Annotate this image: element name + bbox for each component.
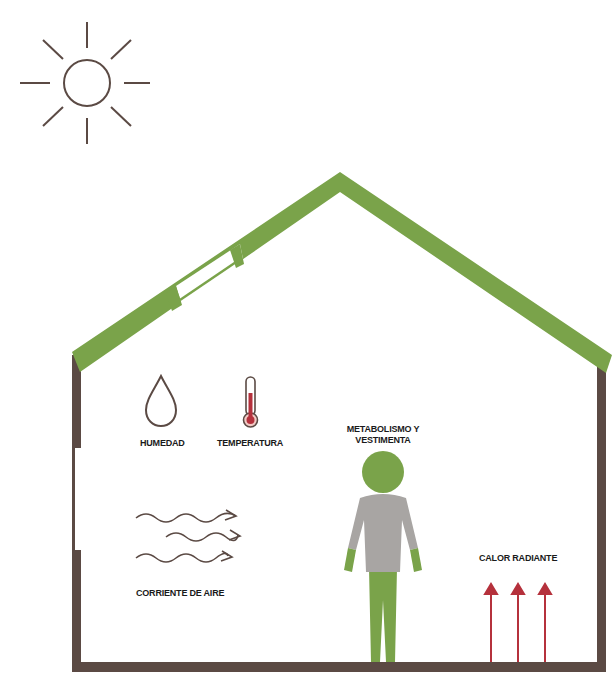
air-current-label: CORRIENTE DE AIRE [136,588,224,599]
air-current-arrows [136,510,240,562]
drop-icon [146,376,176,426]
radiant-heat-label: CALOR RADIANTE [479,553,557,564]
person-figure [344,451,422,662]
humidity-label: HUMEDAD [140,438,185,449]
metabolism-label: METABOLISMO Y VESTIMENTA [344,424,422,446]
radiant-heat-arrows [485,584,551,662]
temperature-label: TEMPERATURA [217,438,283,449]
sun-icon [20,22,150,144]
thermometer-icon [244,377,258,427]
house-roof [72,172,612,373]
house-walls [72,355,606,672]
